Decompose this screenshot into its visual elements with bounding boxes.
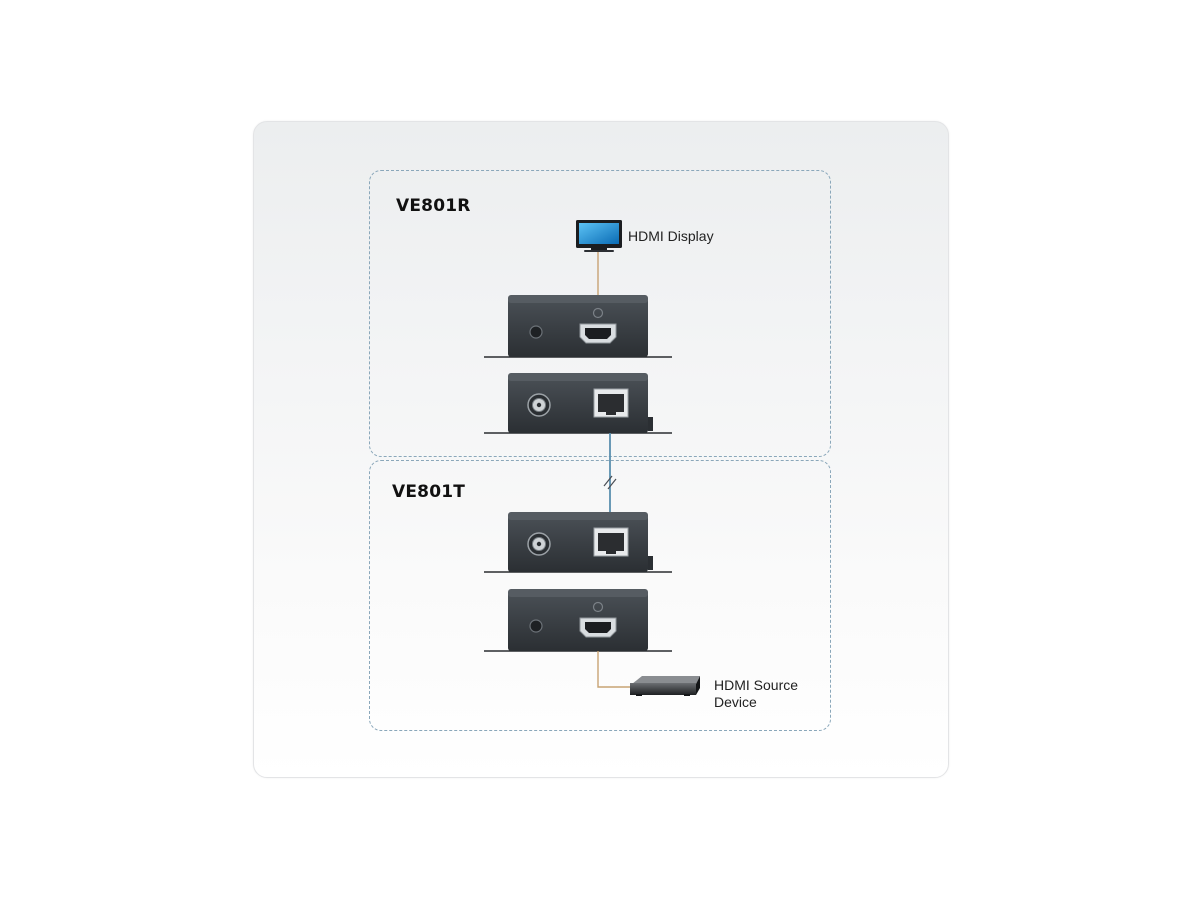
transmitter-hdmi-unit [483,588,673,652]
transmitter-rj45-unit [483,511,673,573]
transmitter-group [369,460,831,731]
cable-break-mark-1 [603,475,613,487]
hdmi-cable-source [597,651,632,688]
hdmi-display-label: HDMI Display [628,228,714,244]
hdmi-source-device-icon [630,676,700,696]
transmitter-title: VE801T [392,482,466,502]
hdmi-source-label-line1: HDMI Source [714,677,799,693]
receiver-group [369,170,831,457]
cable-break-mark-2 [607,478,617,490]
hdmi-source-label-line2: Device [714,694,757,710]
receiver-title: VE801R [396,196,471,216]
receiver-hdmi-unit [483,294,673,358]
hdmi-display-icon [576,220,622,252]
receiver-rj45-unit [483,372,673,434]
